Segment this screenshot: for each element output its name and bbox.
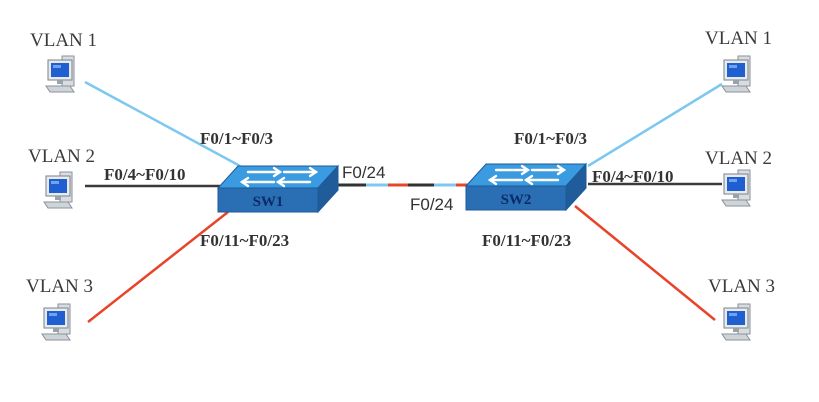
host-label: VLAN 2 [705,148,772,169]
port-label-sw2-vlan1: F0/1~F0/3 [514,129,587,148]
host-label: VLAN 3 [26,276,93,297]
host-left-vlan3[interactable]: VLAN 3 [26,276,93,341]
switch-sw1[interactable]: SW1 [216,164,340,214]
computer-icon [41,303,71,341]
host-label: VLAN 3 [708,276,775,297]
host-right-vlan1[interactable]: VLAN 1 [705,28,772,93]
port-label-sw2-vlan3: F0/11~F0/23 [482,231,571,250]
port-label-sw2-trunk: F0/24 [410,195,453,214]
switch-sw2[interactable]: SW2 [464,162,588,212]
computer-icon [721,303,751,341]
link-sw2-vlan1 [587,82,723,168]
port-label-sw1-vlan2: F0/4~F0/10 [104,165,186,184]
computer-icon [721,169,751,207]
host-label: VLAN 2 [28,146,95,167]
link-sw2-vlan3 [574,205,716,321]
host-right-vlan2[interactable]: VLAN 2 [705,148,772,207]
link-sw1-vlan1 [84,80,241,168]
switch-label-sw1: SW1 [253,194,284,210]
host-left-vlan2[interactable]: VLAN 2 [28,146,95,209]
computer-icon [45,55,75,93]
host-label: VLAN 1 [705,28,772,49]
port-label-sw1-vlan3: F0/11~F0/23 [200,231,289,250]
host-left-vlan1[interactable]: VLAN 1 [30,30,97,93]
port-label-sw1-vlan1: F0/1~F0/3 [200,129,273,148]
switch-label-sw2: SW2 [501,192,532,208]
port-label-sw2-vlan2: F0/4~F0/10 [592,167,674,186]
link-sw1-vlan3 [87,211,229,323]
computer-icon [721,55,751,93]
host-label: VLAN 1 [30,30,97,51]
port-label-sw1-trunk: F0/24 [342,163,385,182]
host-right-vlan3[interactable]: VLAN 3 [708,276,775,341]
computer-icon [43,171,73,209]
